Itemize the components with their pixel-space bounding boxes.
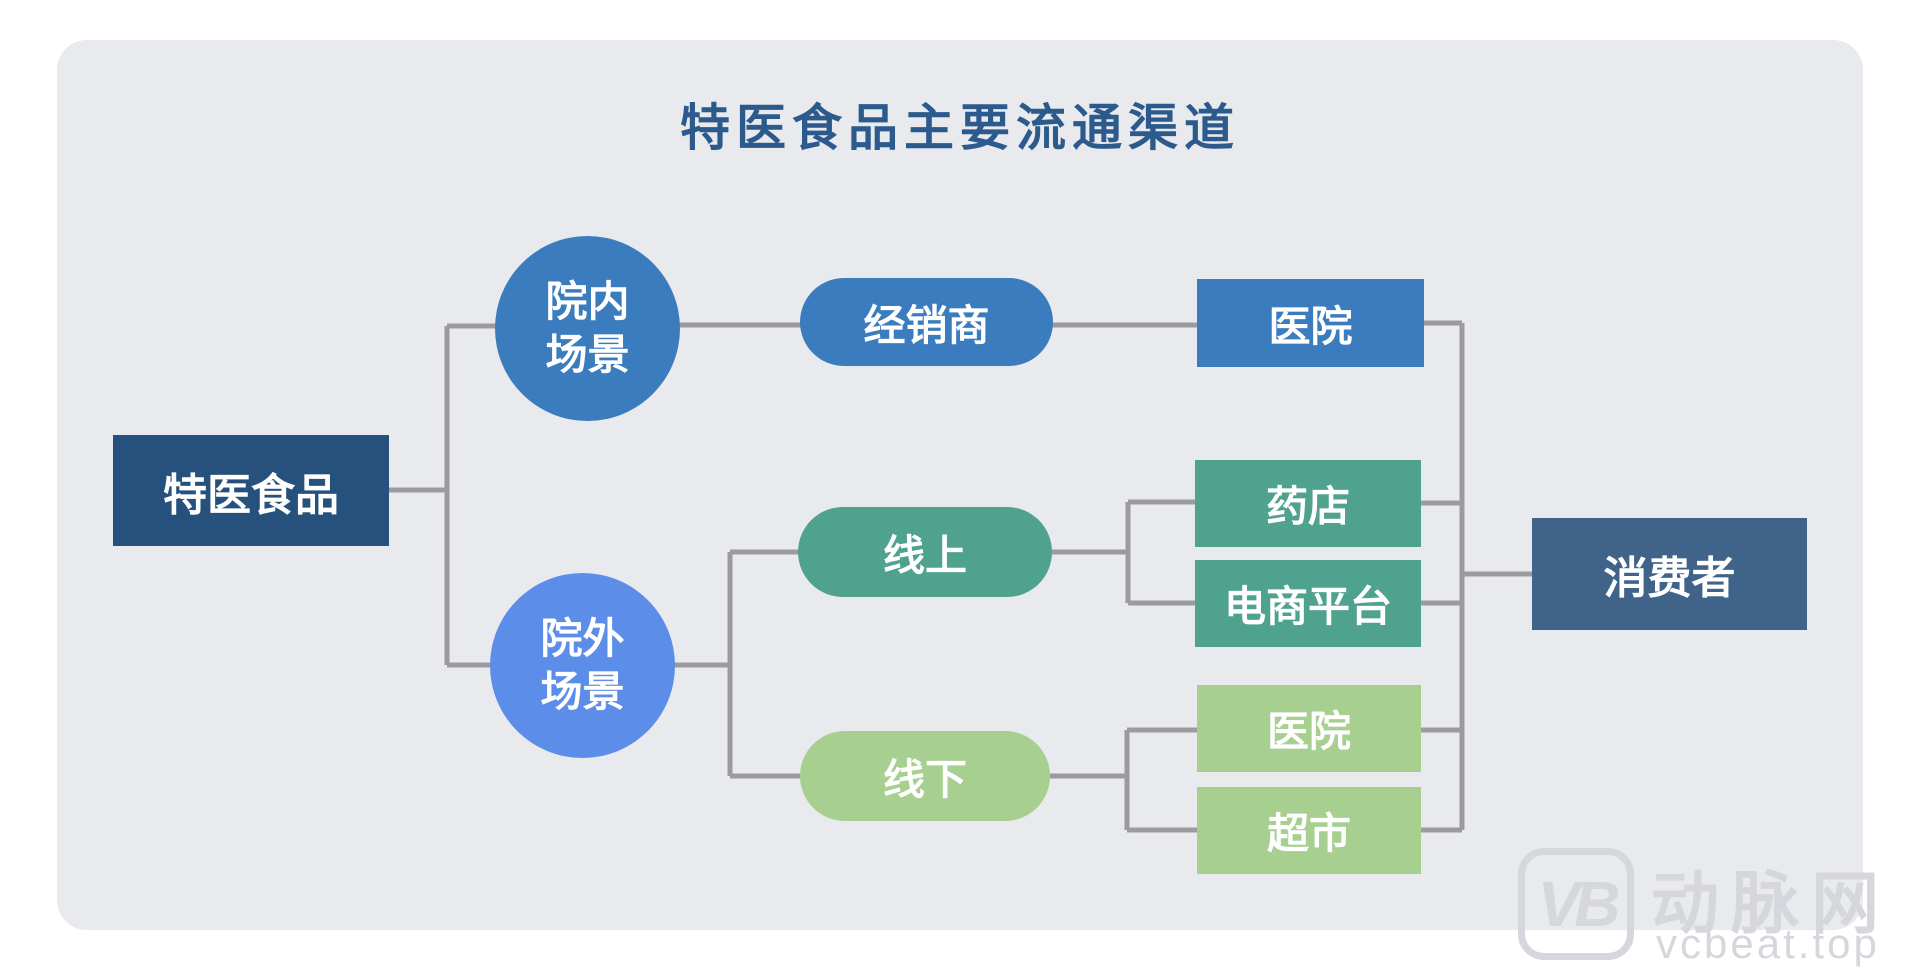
connector-offline-branch [1050,727,1215,833]
node-consumer-label: 消费者 [1603,554,1736,603]
node-out-of-hospital-scene: 院外 场景 [490,573,675,758]
node-out-of-hospital-scene-line1: 院外 [540,615,625,662]
node-ecommerce-platform-label: 电商平台 [1223,583,1392,630]
node-offline: 线下 [800,731,1050,821]
vcbeat-watermark: VB 动脉网 vcbeat.top [1518,842,1913,967]
node-distributor-label: 经销商 [863,301,990,349]
vcbeat-logo-icon: VB [1518,848,1634,960]
node-supermarket: 超市 [1197,787,1421,874]
node-in-hospital-scene-line1: 院内 [545,278,630,325]
node-in-hospital-scene-line2: 场景 [545,330,630,378]
node-supermarket-label: 超市 [1266,810,1351,857]
node-pharmacy-label: 药店 [1265,483,1350,530]
node-pharmacy: 药店 [1195,460,1421,547]
node-out-of-hospital-scene-line2: 场景 [540,667,625,715]
connector-root-to-scenes [389,323,587,668]
connector-online-branch [1052,499,1215,606]
node-consumer: 消费者 [1532,518,1807,630]
node-in-hospital-scene: 院内 场景 [495,236,680,421]
diagram-title: 特医食品主要流通渠道 [680,100,1240,156]
node-special-medical-food-label: 特医食品 [163,470,339,520]
node-hospital-in-channel: 医院 [1197,279,1424,367]
node-online: 线上 [798,507,1052,597]
node-hospital-in-channel-label: 医院 [1268,302,1353,350]
node-hospital-offline-channel-label: 医院 [1266,708,1351,755]
vcbeat-site-text: vcbeat.top [1656,920,1880,967]
node-ecommerce-platform: 电商平台 [1195,560,1421,647]
node-hospital-offline-channel: 医院 [1197,685,1421,772]
node-online-label: 线上 [882,531,967,579]
vcbeat-brand-text: 动脉网 [1651,866,1892,942]
connector-converge-to-consumer [1415,320,1532,833]
node-special-medical-food: 特医食品 [113,435,389,546]
node-offline-label: 线下 [882,755,967,803]
node-distributor: 经销商 [800,278,1053,366]
